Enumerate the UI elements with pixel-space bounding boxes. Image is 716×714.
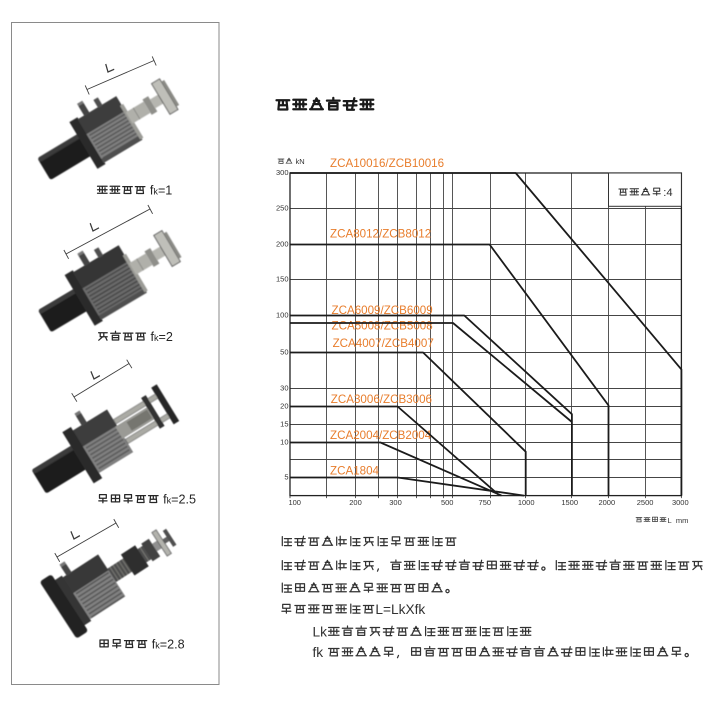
svg-text:L mm: L mm — [668, 516, 689, 525]
svg-text:100: 100 — [276, 311, 289, 320]
svg-text:250: 250 — [276, 204, 289, 213]
svg-text:ZCA8012/ZCB8012: ZCA8012/ZCB8012 — [330, 228, 431, 241]
svg-text:fk=1: fk=1 — [150, 184, 172, 198]
svg-text:fk: fk — [313, 645, 324, 660]
svg-text:10: 10 — [280, 438, 288, 447]
svg-text::4: :4 — [663, 187, 672, 199]
svg-text:fk=2: fk=2 — [151, 330, 173, 344]
svg-text:300: 300 — [276, 168, 289, 177]
svg-text:100: 100 — [288, 498, 301, 507]
svg-text:3000: 3000 — [672, 498, 689, 507]
svg-text:750: 750 — [479, 498, 492, 507]
svg-text:L=LkXfk: L=LkXfk — [375, 602, 425, 617]
svg-text:Lk: Lk — [313, 625, 328, 640]
svg-text:fk=2.8: fk=2.8 — [152, 638, 185, 652]
svg-text:ZCA10016/ZCB10016: ZCA10016/ZCB10016 — [330, 157, 444, 170]
svg-text:fk=2.5: fk=2.5 — [163, 493, 196, 507]
svg-text:200: 200 — [276, 240, 289, 249]
svg-text:200: 200 — [349, 498, 362, 507]
svg-text:5: 5 — [284, 473, 288, 482]
svg-text:50: 50 — [280, 348, 288, 357]
svg-text:1500: 1500 — [561, 498, 578, 507]
svg-text:2000: 2000 — [598, 498, 615, 507]
svg-text:1000: 1000 — [518, 498, 535, 507]
svg-text:150: 150 — [276, 275, 289, 284]
svg-text:20: 20 — [280, 402, 288, 411]
svg-text:ZCA2004/ZCB2004: ZCA2004/ZCB2004 — [330, 429, 432, 442]
svg-text:2500: 2500 — [637, 498, 654, 507]
svg-text:15: 15 — [280, 420, 288, 429]
svg-text:ZCA1804: ZCA1804 — [330, 465, 380, 478]
svg-text:30: 30 — [280, 384, 288, 393]
svg-text:ZCA4007/ZCB4007: ZCA4007/ZCB4007 — [333, 337, 434, 350]
svg-text:300: 300 — [389, 498, 402, 507]
svg-text:kN: kN — [296, 157, 305, 166]
svg-text:ZCA5008/ZCB5008: ZCA5008/ZCB5008 — [332, 319, 433, 332]
svg-text:500: 500 — [441, 498, 454, 507]
svg-text:ZCA3006/ZCB3006: ZCA3006/ZCB3006 — [331, 393, 432, 406]
svg-text:ZCA6009/ZCB6009: ZCA6009/ZCB6009 — [332, 304, 433, 317]
